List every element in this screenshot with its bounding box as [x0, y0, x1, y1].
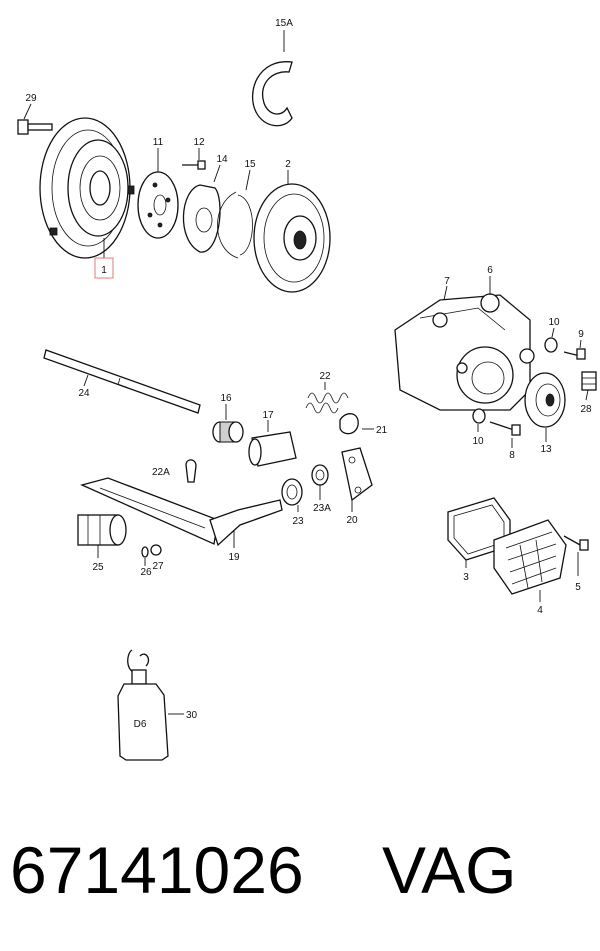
footer: 67141026 VAG: [10, 830, 590, 920]
label-23a: 23A: [313, 503, 331, 514]
label-10a: 10: [548, 317, 560, 328]
brand-name: VAG: [382, 833, 517, 907]
label-23: 23: [292, 516, 304, 527]
label-3: 3: [463, 572, 469, 583]
label-27: 27: [152, 561, 164, 572]
label-11: 11: [153, 137, 164, 148]
spring-22: [305, 382, 349, 414]
label-15: 15: [244, 159, 256, 170]
bolt-5: [563, 535, 589, 576]
label-25: 25: [92, 562, 104, 573]
pressure-plate-1: [39, 117, 135, 279]
label-10b: 10: [472, 436, 484, 447]
gearbox-housing: [394, 276, 535, 411]
label-1: 1: [101, 265, 107, 276]
label-15a: 15A: [275, 18, 293, 29]
shaft-24: [43, 349, 201, 414]
label-12: 12: [193, 137, 205, 148]
small-parts-26-27: [141, 544, 162, 566]
label-13: 13: [540, 444, 552, 455]
clip-21: [339, 413, 374, 435]
bearing-25: [77, 514, 127, 558]
label-7: 7: [444, 276, 450, 287]
clutch-disc-2: [253, 170, 331, 293]
release-plate-14: [182, 164, 221, 253]
part-number: 67141026: [10, 833, 304, 907]
label-9: 9: [578, 329, 584, 340]
label-28: 28: [580, 404, 592, 415]
label-29: 29: [25, 93, 37, 104]
label-6: 6: [487, 265, 493, 276]
label-20: 20: [346, 515, 358, 526]
washer-10: [472, 327, 558, 432]
release-fork-19: [80, 477, 283, 548]
bush-23: [281, 478, 303, 512]
label-26: 26: [140, 567, 152, 578]
parts-diagram: D6 15A 29 11 12 14 15 2 1 6 7 10 9 24 22…: [17, 18, 597, 761]
label-5: 5: [575, 582, 581, 593]
label-2: 2: [285, 159, 291, 170]
label-17: 17: [262, 410, 274, 421]
lever-20: [341, 447, 373, 512]
label-30: 30: [186, 710, 198, 721]
label-14: 14: [216, 154, 228, 165]
sleeve-17: [248, 420, 297, 467]
label-22: 22: [319, 371, 331, 382]
callout-labels: 15A 29 11 12 14 15 2 1 6 7 10 9 24 22 16…: [25, 18, 592, 721]
bolt-8: [489, 421, 521, 448]
plug-28: [581, 371, 597, 401]
bush-23a: [311, 464, 329, 500]
label-4: 4: [537, 605, 543, 616]
bush-16: [212, 404, 244, 443]
plate-11: [137, 148, 179, 239]
circlip-15a: [251, 30, 293, 127]
clip-22a: [185, 459, 197, 483]
label-8: 8: [509, 450, 515, 461]
grease-bottle-30: D6: [117, 649, 184, 761]
label-24: 24: [78, 388, 90, 399]
label-22a: 22A: [152, 467, 170, 478]
circlip-15: [217, 169, 253, 259]
bottle-label: D6: [134, 719, 147, 730]
seal-13: [524, 372, 566, 442]
bolt-9: [563, 339, 586, 360]
sump-cover-4: [493, 519, 567, 602]
screw-12: [182, 148, 206, 170]
bolt-29: [17, 103, 53, 135]
label-16: 16: [220, 393, 232, 404]
label-21: 21: [376, 425, 388, 436]
label-19: 19: [228, 552, 240, 563]
